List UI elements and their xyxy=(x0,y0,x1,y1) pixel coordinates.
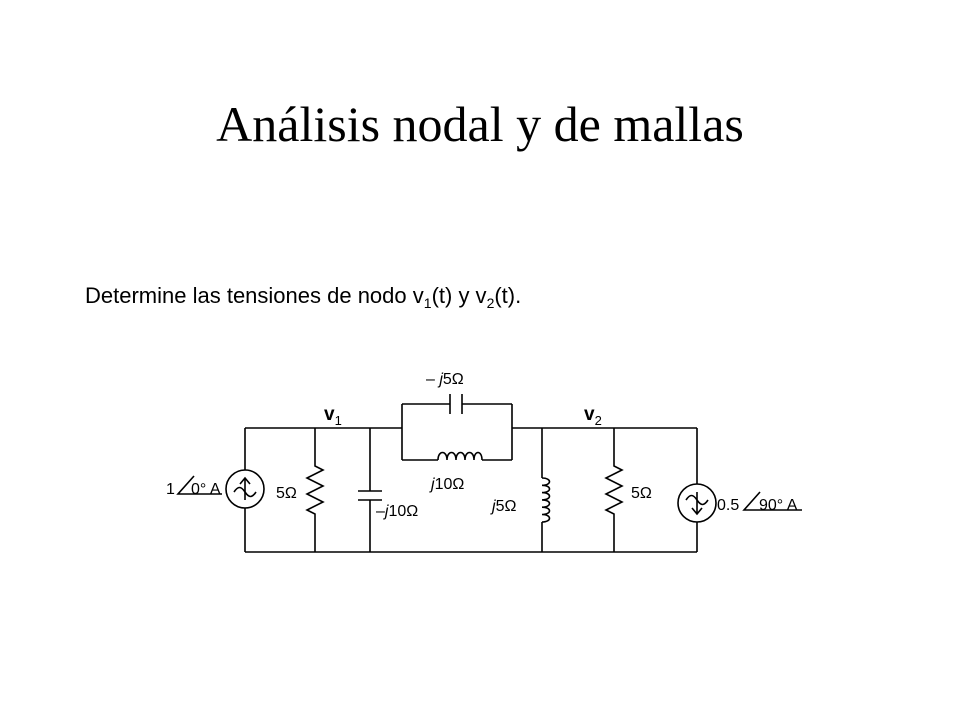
angle-symbol-left xyxy=(176,475,222,495)
angle-symbol-right xyxy=(742,491,802,511)
inductor-top xyxy=(437,451,483,461)
ind-top-label: j10Ω xyxy=(429,476,464,493)
slide-title: Análisis nodal y de mallas xyxy=(216,96,744,152)
source-left-label: 1 0° A xyxy=(166,475,222,498)
res-right-label: 5Ω xyxy=(631,485,652,502)
cap-top-label: – j5Ω xyxy=(426,371,464,388)
node-label-v1: v1 xyxy=(324,404,342,428)
res-left-label: 5Ω xyxy=(276,485,297,502)
capacitor-left xyxy=(358,490,382,501)
source-right-magnitude: 0.5 xyxy=(717,497,739,514)
resistor-left xyxy=(305,428,325,552)
problem-subscript-1: 1 xyxy=(423,295,432,311)
source-left-angle: 0° A xyxy=(191,481,221,498)
problem-subscript-2: 2 xyxy=(486,295,495,311)
problem-text-3: (t). xyxy=(494,283,522,308)
current-source-right xyxy=(677,483,717,523)
inductor-right xyxy=(541,477,551,523)
source-left-magnitude: 1 xyxy=(166,481,175,498)
capacitor-top xyxy=(449,394,463,414)
problem-text-2: (t) y v xyxy=(431,283,487,308)
wire-parallel-branch xyxy=(401,403,513,461)
node-label-v2: v2 xyxy=(584,404,602,428)
ind-right-label: j5Ω xyxy=(490,498,516,515)
resistor-right xyxy=(604,428,624,552)
cap-left-label: –j10Ω xyxy=(376,503,418,520)
problem-text-1: Determine las tensiones de nodo v xyxy=(85,283,424,308)
current-source-left xyxy=(225,469,265,509)
source-right-label: 0.5 90° A xyxy=(717,491,802,514)
problem-statement: Determine las tensiones de nodo v1(t) y … xyxy=(85,280,521,312)
source-right-angle: 90° A xyxy=(759,497,798,514)
